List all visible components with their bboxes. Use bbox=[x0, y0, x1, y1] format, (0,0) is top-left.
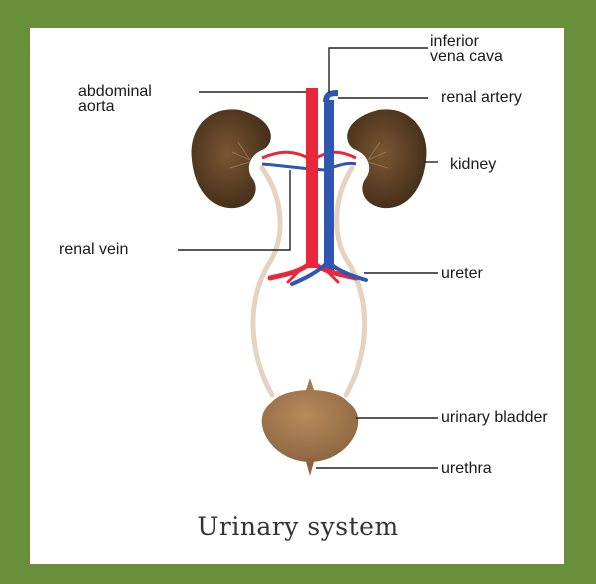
label-abdominal-line1: abdominal bbox=[78, 84, 152, 99]
left-kidney bbox=[192, 109, 271, 208]
right-kidney bbox=[347, 109, 426, 208]
label-ivc-line1: inferior bbox=[430, 34, 503, 49]
left-renal-artery bbox=[262, 152, 312, 160]
bladder-apex bbox=[306, 378, 314, 390]
label-urethra: urethra bbox=[441, 461, 492, 476]
abdominal-aorta bbox=[306, 88, 318, 268]
label-inferior-vena-cava: inferior vena cava bbox=[430, 34, 503, 64]
left-renal-vein bbox=[262, 164, 330, 170]
right-ureter bbox=[337, 168, 365, 395]
left-ureter bbox=[253, 168, 280, 395]
label-renal-artery: renal artery bbox=[441, 90, 522, 105]
diagram-title: Urinary system bbox=[0, 512, 596, 541]
label-abdominal-aorta: abdominal aorta bbox=[78, 84, 152, 114]
label-renal-vein: renal vein bbox=[59, 242, 128, 257]
label-ureter: ureter bbox=[441, 266, 483, 281]
urethra bbox=[305, 458, 315, 476]
label-abdominal-line2: aorta bbox=[78, 99, 152, 114]
label-ivc-line2: vena cava bbox=[430, 49, 503, 64]
label-kidney: kidney bbox=[450, 157, 496, 172]
urinary-bladder bbox=[262, 390, 359, 462]
inferior-vena-cava bbox=[324, 100, 334, 270]
label-urinary-bladder: urinary bladder bbox=[441, 410, 548, 425]
